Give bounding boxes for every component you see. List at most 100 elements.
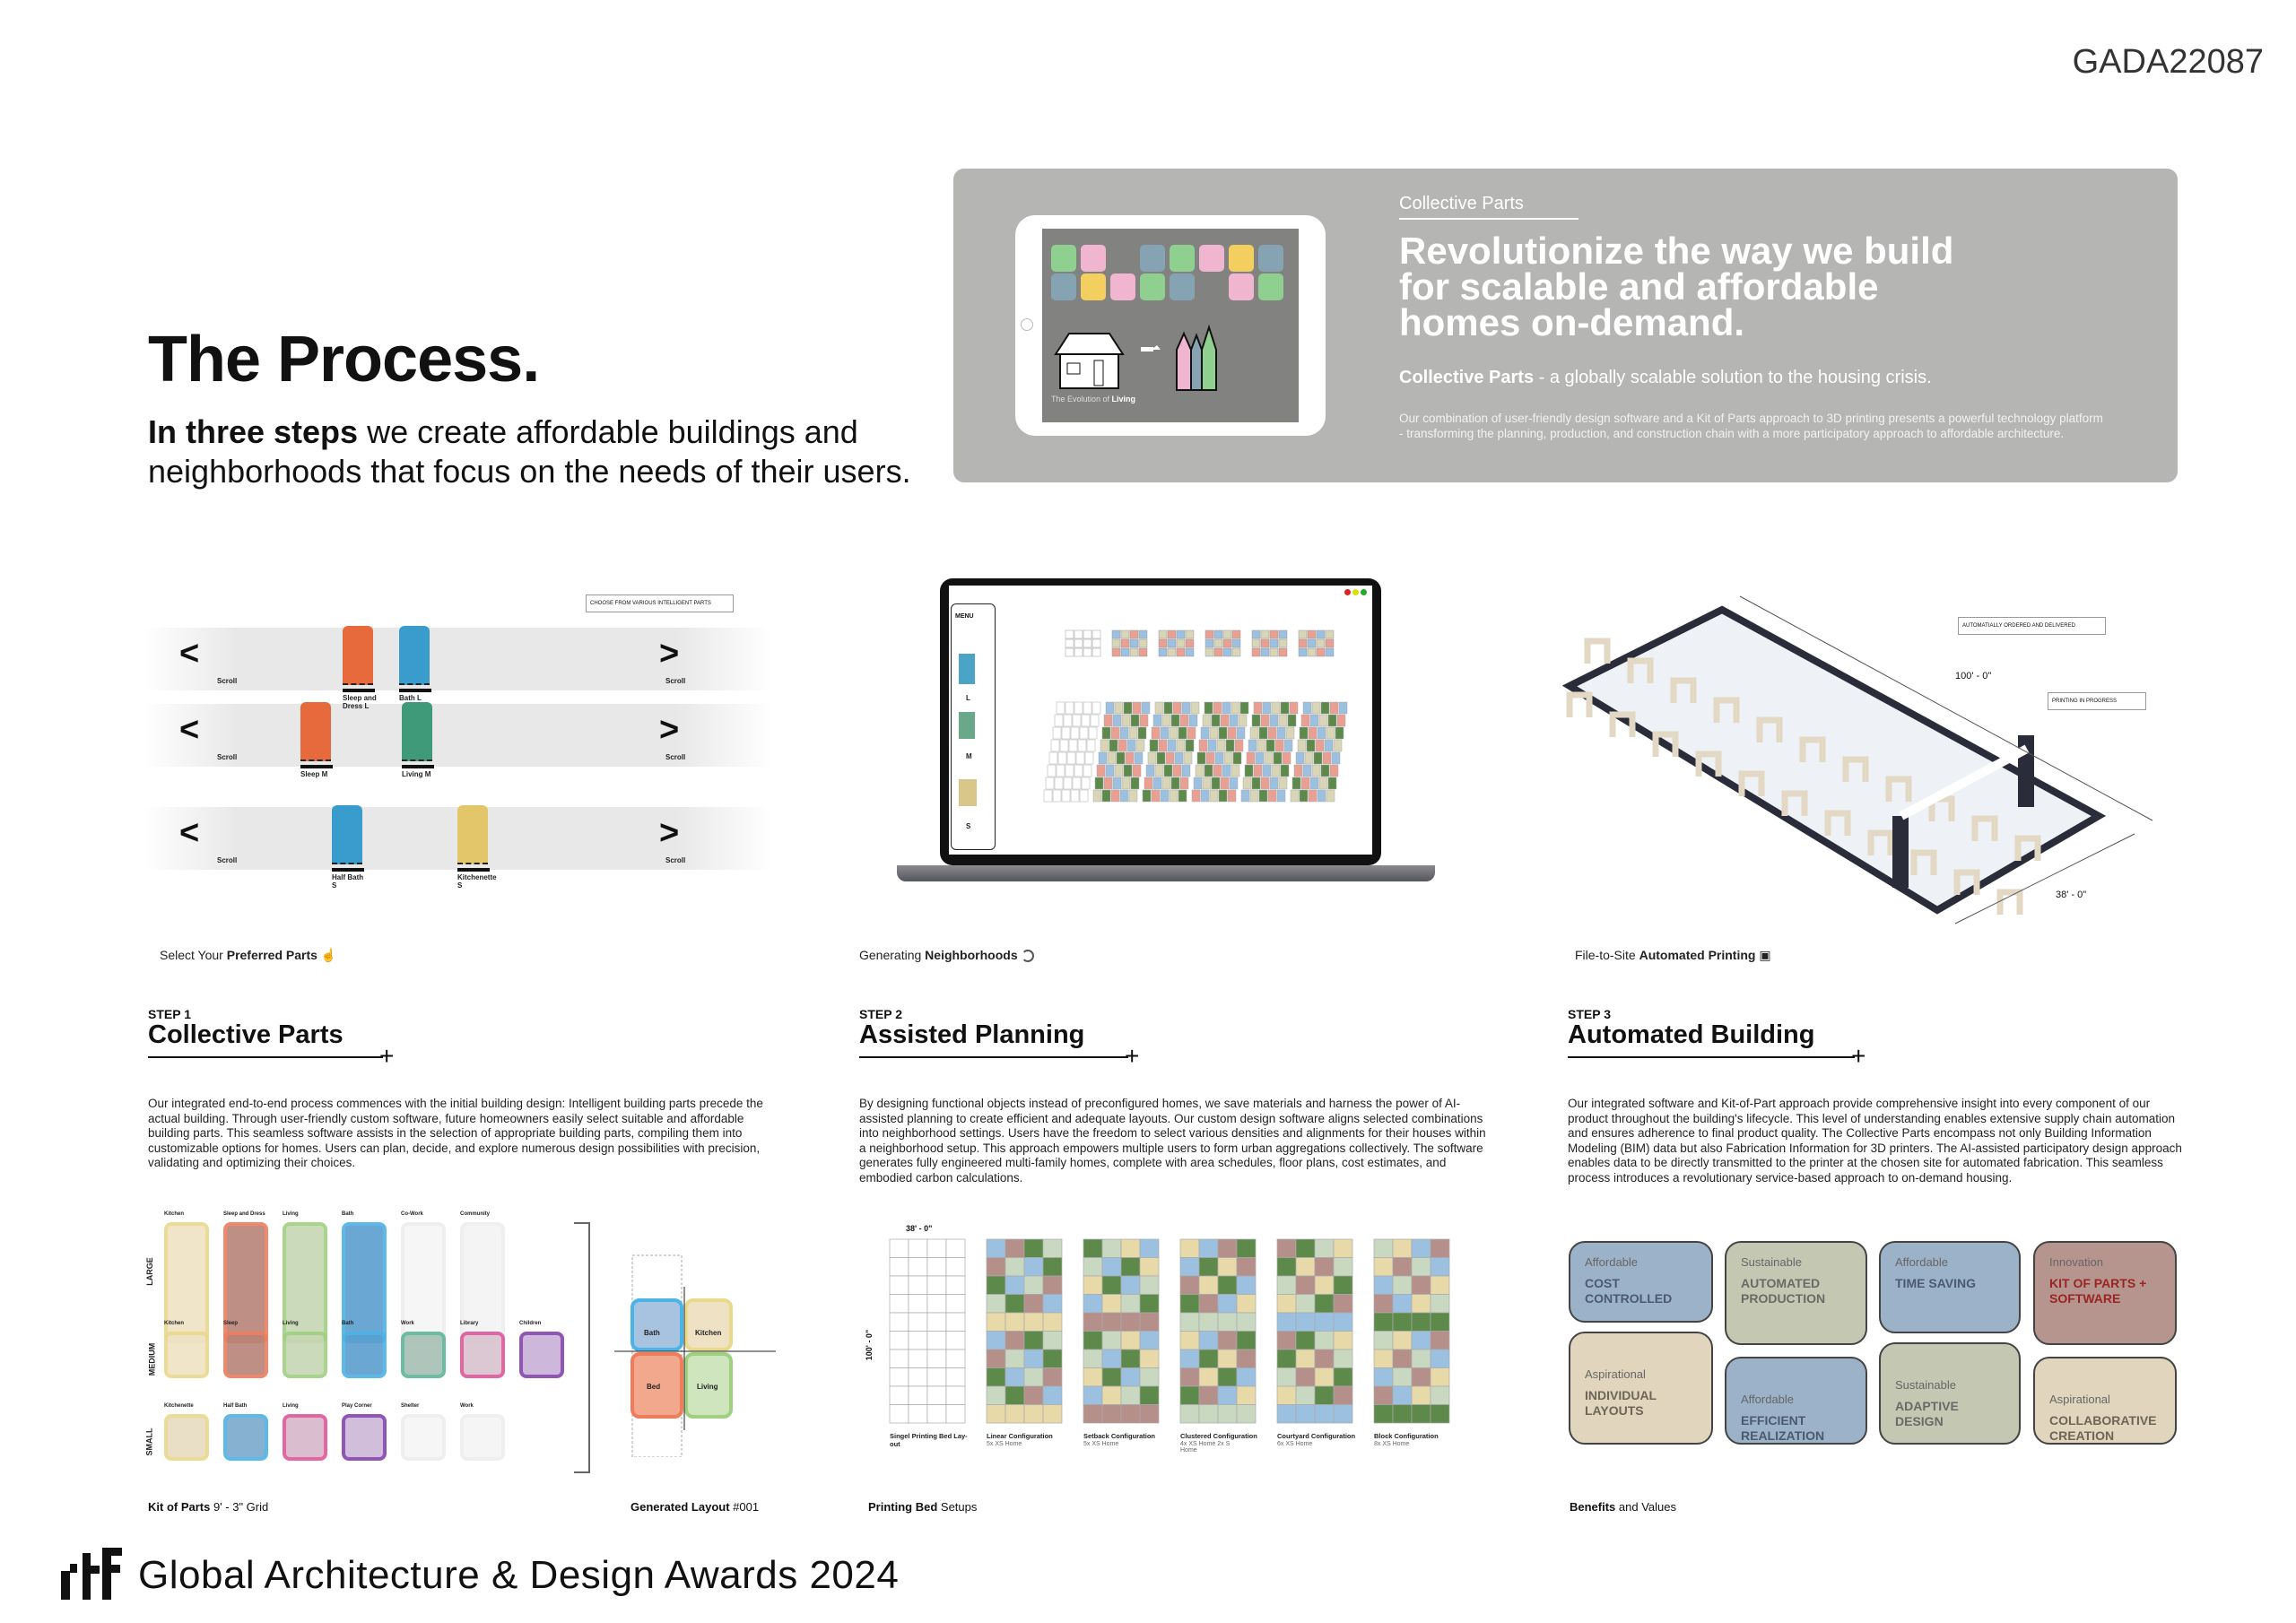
kit-part-label: Play Corner xyxy=(342,1403,372,1409)
kit-part-label: Living xyxy=(283,1321,299,1326)
scroll-left-button[interactable]: < xyxy=(179,635,200,673)
neighborhood-tile xyxy=(1154,701,1164,715)
bed-cell xyxy=(1295,1385,1316,1405)
plan-tile xyxy=(1325,647,1335,657)
scroll-right-button[interactable]: > xyxy=(659,814,680,852)
bed-cell xyxy=(1392,1385,1413,1405)
bed-cell xyxy=(1411,1331,1431,1350)
selected-part[interactable] xyxy=(399,626,430,685)
bed-cell xyxy=(1430,1294,1450,1314)
bed-name: Singel Printing Bed Lay-out xyxy=(890,1432,968,1448)
kit-part-tile[interactable] xyxy=(164,1332,209,1378)
kit-part-tile[interactable] xyxy=(342,1332,387,1378)
neighborhood-tile xyxy=(1280,701,1290,715)
neighborhood-tile xyxy=(1331,751,1341,765)
app-menu-sidebar: MENU L M S xyxy=(951,603,996,850)
kit-size-label: LARGE xyxy=(144,1257,154,1286)
kit-part-tile[interactable] xyxy=(283,1414,327,1461)
selected-part[interactable] xyxy=(300,702,331,761)
neighborhood-tile xyxy=(1103,777,1113,790)
scroll-label: Scroll xyxy=(665,753,686,761)
neighborhood-tile xyxy=(1161,777,1171,790)
bed-cell xyxy=(1101,1257,1122,1277)
selected-part[interactable] xyxy=(332,805,362,864)
neighborhood-tile xyxy=(1299,789,1309,803)
neighborhood-tile xyxy=(1234,739,1244,752)
kit-part-tile[interactable] xyxy=(223,1332,268,1378)
step-3-label: STEP 3 xyxy=(1568,1007,1611,1021)
neighborhood-tile xyxy=(1084,751,1094,765)
kit-part-tile[interactable] xyxy=(401,1332,446,1378)
scroll-right-button[interactable]: > xyxy=(659,711,680,749)
selected-bar xyxy=(300,765,333,768)
bed-name: Courtyard Configuration xyxy=(1277,1432,1356,1440)
bed-cell xyxy=(1373,1275,1394,1295)
scroll-left-button[interactable]: < xyxy=(179,814,200,852)
tablet-caption: The Evolution of Living xyxy=(1051,395,1136,404)
bed-cell xyxy=(926,1385,947,1405)
kit-part-tile[interactable] xyxy=(519,1332,564,1378)
kit-part-tile[interactable] xyxy=(401,1414,446,1461)
plan-tile xyxy=(1091,647,1101,657)
bed-cell xyxy=(1004,1275,1025,1295)
bed-cell xyxy=(1411,1404,1431,1424)
neighborhood-tile xyxy=(1257,739,1266,752)
selected-bar xyxy=(402,765,434,768)
selected-part[interactable] xyxy=(457,805,488,864)
neighborhood-tile xyxy=(1295,751,1305,765)
neighborhood-tile xyxy=(1231,701,1240,715)
kit-part-tile[interactable] xyxy=(164,1414,209,1461)
selected-part-label: Sleep M xyxy=(300,770,328,778)
kit-part-tile[interactable] xyxy=(283,1222,327,1343)
scroll-right-button[interactable]: > xyxy=(659,635,680,673)
bed-cell xyxy=(1042,1367,1063,1387)
plan-tile xyxy=(1167,638,1177,648)
neighborhood-tile xyxy=(1282,751,1292,765)
bed-cell xyxy=(1023,1404,1044,1424)
size-m-thumb[interactable] xyxy=(959,712,975,739)
kit-part-tile[interactable] xyxy=(460,1332,505,1378)
kit-part-tile[interactable] xyxy=(283,1332,327,1378)
color-block xyxy=(1258,245,1283,272)
plan-tile xyxy=(1316,629,1326,639)
neighborhood-tile xyxy=(1092,789,1102,803)
kit-part-tile[interactable] xyxy=(223,1414,268,1461)
plus-icon: + xyxy=(379,1042,395,1070)
bed-cell xyxy=(1083,1349,1103,1368)
neighborhood-tile xyxy=(1075,751,1085,765)
bed-cell xyxy=(1333,1312,1353,1332)
selected-part[interactable] xyxy=(402,702,432,761)
benefit-label: KIT OF PARTS + SOFTWARE xyxy=(2049,1276,2147,1306)
kit-part-tile[interactable] xyxy=(460,1414,505,1461)
step-2-title: Assisted Planning xyxy=(859,1020,1085,1049)
tablet-screen: The Evolution of Living xyxy=(1042,229,1299,422)
laptop-base xyxy=(897,865,1435,881)
neighborhood-tile xyxy=(1052,789,1062,803)
kit-part-tile[interactable] xyxy=(164,1222,209,1343)
selected-part[interactable] xyxy=(343,626,373,685)
plan-tile xyxy=(1325,629,1335,639)
neighborhood-tile xyxy=(1105,764,1115,777)
bed-cell xyxy=(1217,1331,1238,1350)
plan-tile xyxy=(1074,629,1083,639)
neighborhood-tile xyxy=(1056,764,1065,777)
size-l-thumb[interactable] xyxy=(959,654,975,684)
neighborhood-tile xyxy=(1213,764,1222,777)
maximize-dot-icon[interactable] xyxy=(1361,589,1367,595)
step-1-label: STEP 1 xyxy=(148,1007,191,1021)
kit-size-label: MEDIUM xyxy=(147,1342,157,1376)
minimize-dot-icon[interactable] xyxy=(1352,589,1359,595)
neighborhood-tile xyxy=(1322,751,1332,765)
bed-cell xyxy=(1139,1238,1160,1258)
neighborhood-tile xyxy=(1258,726,1268,740)
kit-part-tile[interactable] xyxy=(223,1222,268,1343)
printed-wall xyxy=(1713,697,1740,723)
neighborhood-tile xyxy=(1170,714,1180,727)
scroll-left-button[interactable]: < xyxy=(179,711,200,749)
plan-tile xyxy=(1129,629,1139,639)
panel-headline: Revolutionize the way we build for scala… xyxy=(1399,230,1954,343)
close-dot-icon[interactable] xyxy=(1344,589,1351,595)
bed-cell xyxy=(1179,1367,1200,1387)
size-s-thumb[interactable] xyxy=(959,779,977,806)
kit-part-tile[interactable] xyxy=(342,1414,387,1461)
